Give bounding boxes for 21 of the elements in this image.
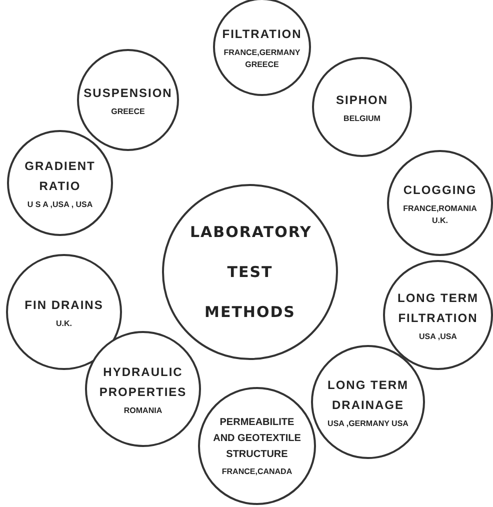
country-list: FRANCE,CANADA: [222, 466, 292, 478]
country-list: FRANCE,GERMANY GREECE: [223, 46, 301, 70]
method-title: LONG TERM FILTRATION: [396, 290, 480, 326]
country-list: U.K.: [56, 318, 72, 330]
method-title: GRADIENT RATIO: [24, 158, 96, 194]
country-list: BELGIUM: [344, 112, 380, 124]
country-list: U S A ,USA , USA: [27, 198, 93, 210]
method-title: SUSPENSION: [84, 84, 172, 102]
method-title: LONG TERM DRAINAGE: [326, 376, 410, 414]
method-title: FIN DRAINS: [24, 296, 104, 314]
method-title: FILTRATION: [222, 26, 302, 42]
method-title: LABORATORY TEST METHODS: [190, 222, 310, 323]
country-list: ROMANIA: [124, 404, 162, 416]
method-title: PERMEABILITE AND GEOTEXTILE STRUCTURE: [212, 416, 302, 462]
method-title: SIPHON: [336, 92, 388, 108]
method-title: HYDRAULIC PROPERTIES: [98, 364, 188, 400]
method-title: CLOGGING: [403, 182, 477, 198]
country-list: USA ,USA: [419, 330, 457, 342]
country-list: GREECE: [111, 106, 145, 118]
country-list: FRANCE,ROMANIA U.K.: [397, 202, 483, 226]
country-list: USA ,GERMANY USA: [328, 418, 408, 430]
